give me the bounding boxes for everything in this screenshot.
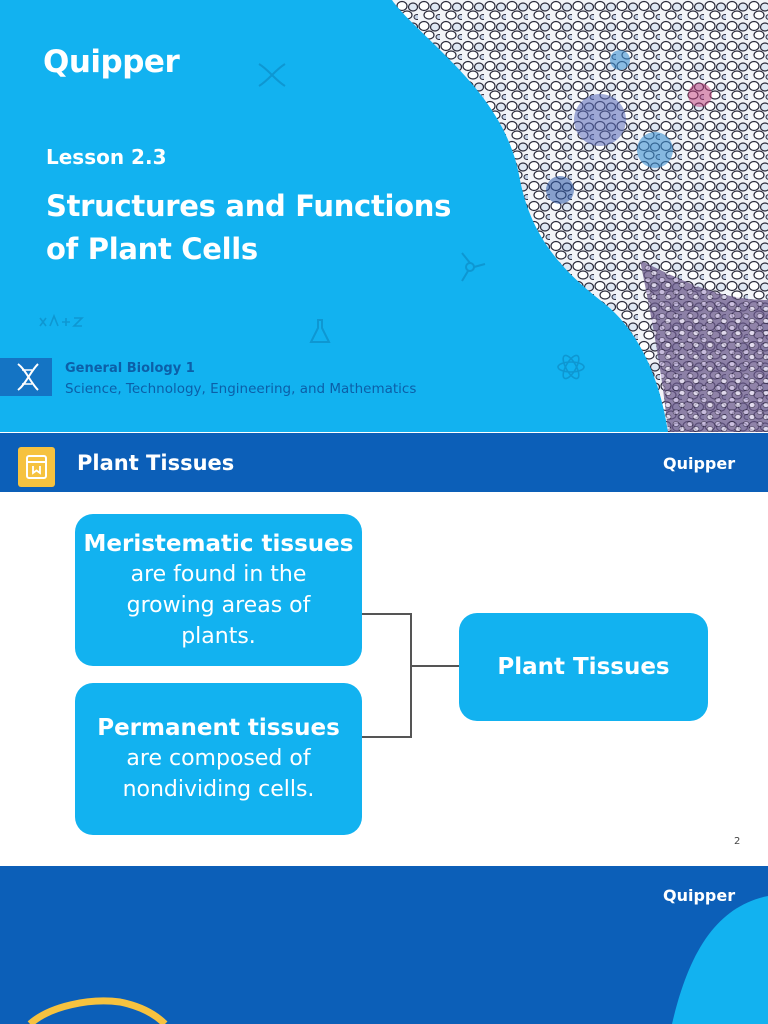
diagram-connectors [362, 613, 459, 738]
dna-icon [17, 363, 39, 391]
subject-badge [0, 358, 52, 396]
box-body-line: growing areas of [126, 592, 311, 618]
flask-icon [309, 319, 331, 343]
plant-cell-micrograph [392, 0, 768, 432]
next-slide: Quipper [0, 866, 768, 1024]
molecule-icon [461, 252, 486, 282]
lesson-title-line-2: of Plant Cells [46, 232, 258, 266]
slide-header: Plant Tissues Quipper [0, 433, 768, 492]
page-number: 2 [734, 836, 741, 847]
box-body-line: nondividing cells. [122, 777, 315, 802]
quipper-logo: Quipper [663, 886, 736, 905]
box-heading: Meristematic tissues [83, 530, 354, 557]
content-slide: Plant Tissues Quipper Meristematic tissu… [0, 433, 768, 865]
box-body-line: plants. [181, 623, 256, 649]
box-heading: Permanent tissues [97, 715, 340, 741]
quipper-logo: Quipper [663, 454, 736, 473]
quipper-logo: Quipper [43, 44, 180, 80]
strand-name: Science, Technology, Engineering, and Ma… [65, 381, 417, 397]
cover-slide: Quipper Lesson 2.3 Structures and Functi… [0, 0, 768, 432]
atom-icon [557, 354, 585, 380]
book-icon [18, 447, 55, 487]
box-body-line: are composed of [126, 746, 311, 771]
box-body-line: are found in the [130, 561, 307, 587]
plant-tissues-box: Plant Tissues [459, 613, 708, 721]
decorative-wave [27, 896, 768, 1024]
lesson-title: Structures and Functions of Plant Cells [46, 185, 476, 271]
formula-icon [39, 314, 84, 327]
lesson-number: Lesson 2.3 [46, 145, 167, 169]
dna-icon [258, 63, 286, 87]
permanent-tissues-box: Permanent tissues are composed of nondiv… [75, 683, 362, 835]
lesson-title-line-1: Structures and Functions [46, 189, 452, 223]
meristematic-tissues-box: Meristematic tissues are found in the gr… [75, 514, 362, 666]
box-heading: Plant Tissues [497, 654, 670, 680]
slide-title: Plant Tissues [77, 451, 235, 475]
subject-name: General Biology 1 [65, 361, 195, 376]
